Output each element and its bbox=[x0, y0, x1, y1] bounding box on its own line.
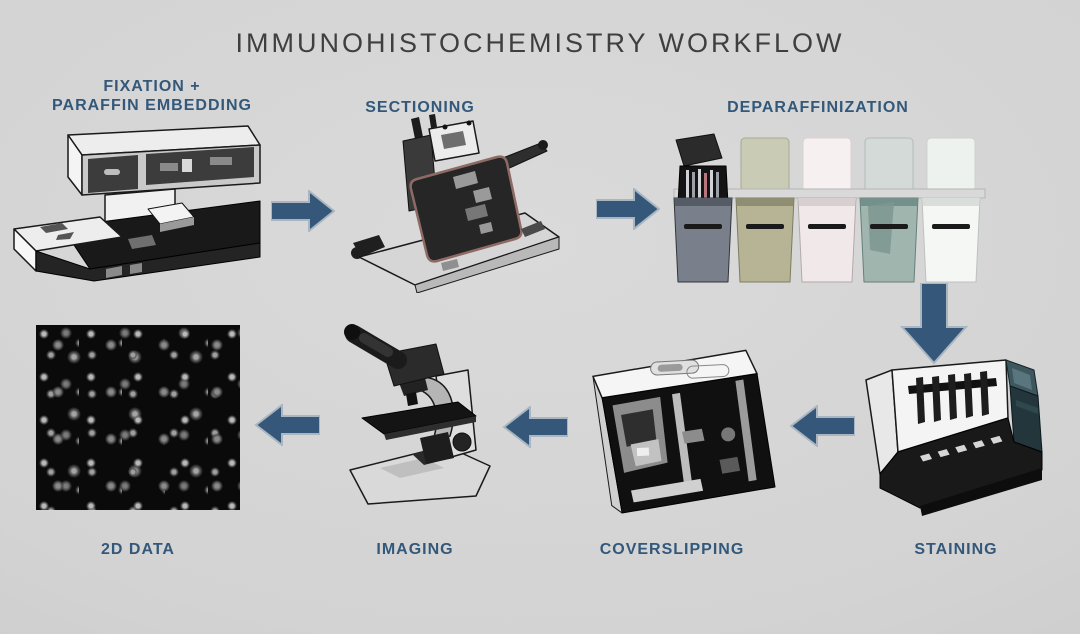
step-label-fixation-paraffin-embedding: FIXATION + PARAFFIN EMBEDDING bbox=[52, 78, 252, 114]
arrow-left-icon bbox=[502, 406, 568, 448]
step-label-sectioning: SECTIONING bbox=[365, 99, 475, 116]
arrow-left-icon bbox=[254, 404, 320, 446]
step-label-deparaffinization: DEPARAFFINIZATION bbox=[727, 99, 909, 116]
arrow-right-icon bbox=[271, 190, 335, 232]
microtome-illustration bbox=[345, 113, 570, 293]
autostainer-illustration bbox=[858, 356, 1073, 518]
page-title: IMMUNOHISTOCHEMISTRY WORKFLOW bbox=[235, 28, 845, 58]
reagent-tank-row-illustration bbox=[672, 132, 987, 287]
step-label-2d-data: 2D DATA bbox=[101, 541, 175, 558]
arrow-down-icon bbox=[900, 283, 968, 365]
micrograph-illustration bbox=[36, 325, 240, 510]
arrow-left-icon bbox=[789, 405, 855, 447]
step-label-coverslipping: COVERSLIPPING bbox=[599, 541, 745, 558]
coverslipper-illustration bbox=[578, 342, 783, 517]
step-label-staining: STAINING bbox=[914, 541, 998, 558]
arrow-right-icon bbox=[596, 188, 660, 230]
step-label-imaging: IMAGING bbox=[376, 541, 454, 558]
microscope-illustration bbox=[328, 318, 503, 513]
tissue-processor-illustration bbox=[10, 123, 265, 283]
